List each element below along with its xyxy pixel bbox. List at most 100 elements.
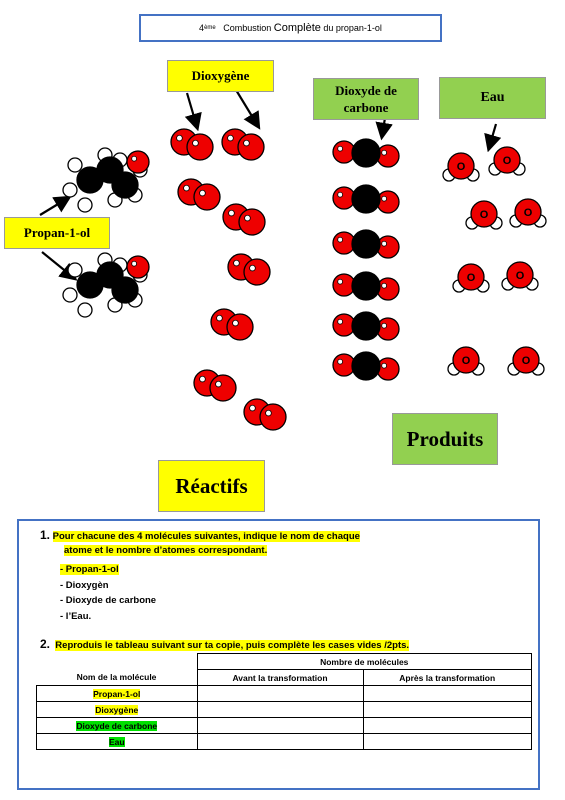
oxygen-highlight (337, 236, 343, 243)
carbon-atom (111, 276, 139, 304)
cell-after[interactable] (362, 717, 532, 734)
carbon-dioxide-molecule (332, 229, 400, 259)
carbon-atom (351, 229, 381, 259)
list-item-dioxyde: - Dioxyde de carbone (60, 595, 157, 606)
carbon-dioxide-molecule (332, 138, 400, 168)
cell-after[interactable] (362, 685, 532, 702)
oxygen-highlight (227, 134, 234, 142)
oxygen-highlight (244, 214, 251, 222)
hydrogen-atom (77, 302, 93, 318)
hydrogen-atom (62, 287, 78, 303)
hydrogen-atom (67, 157, 83, 173)
cell-before[interactable] (196, 685, 364, 702)
label-reactifs: Réactifs (158, 460, 265, 512)
oxygen-highlight (265, 409, 272, 417)
carbon-dioxide-molecule (332, 351, 400, 381)
water-molecule: O (442, 152, 480, 182)
list-item: - Dioxygèn (60, 578, 156, 594)
oxygen-letter: O (480, 209, 489, 221)
question-1-line2-wrap: atome et le nombre d’atomes correspondan… (64, 545, 268, 556)
table-row: Eau (36, 733, 532, 750)
oxygen-highlight (249, 264, 256, 272)
cell-before[interactable] (196, 717, 364, 734)
list-item-dioxygen: - Dioxygèn (60, 579, 109, 591)
arrow (184, 92, 202, 132)
oxygen-letter: O (467, 272, 476, 284)
dioxygen-molecule (222, 203, 266, 236)
list-item: - l’Eau. (60, 609, 156, 625)
oxygen-highlight (228, 209, 235, 217)
cell-after[interactable] (362, 701, 532, 718)
label-produits: Produits (392, 413, 498, 465)
table-col-before: Avant la transformation (196, 669, 364, 686)
oxygen-highlight (215, 380, 222, 388)
oxygen-highlight (337, 358, 343, 365)
oxygen-highlight (337, 318, 343, 325)
oxygen-highlight (216, 314, 223, 322)
oxygen-atom (457, 263, 485, 291)
hydrogen-atom (67, 262, 83, 278)
oxygen-highlight (199, 375, 206, 383)
carbon-atom (111, 171, 139, 199)
label-dioxygene: Dioxygène (167, 60, 274, 92)
cell-after[interactable] (362, 733, 532, 750)
cell-before[interactable] (196, 733, 364, 750)
carbon-atom (351, 271, 381, 301)
oxygen-highlight (337, 278, 343, 285)
question-2: 2. Reproduis le tableau suivant sur ta c… (40, 637, 410, 651)
oxygen-atom (237, 133, 265, 161)
oxygen-highlight (381, 240, 387, 247)
oxygen-atom (193, 183, 221, 211)
dioxygen-molecule (177, 178, 221, 211)
oxygen-letter: O (457, 161, 466, 173)
water-molecule: O (452, 263, 490, 293)
propanol-molecules (62, 147, 150, 318)
oxygen-atom (493, 146, 521, 174)
title-word-complete: Complète (273, 22, 321, 34)
carbon-atom (351, 311, 381, 341)
oxygen-highlight (381, 322, 387, 329)
oxygen-highlight (381, 195, 387, 202)
table-group-header: Nombre de molécules (196, 653, 532, 670)
label-dioxyde-line1: Dioxyde de (335, 83, 397, 98)
oxygen-highlight (381, 362, 387, 369)
table-row: Dioxyde de carbone (36, 717, 532, 734)
table-col-after: Après la transformation (362, 669, 532, 686)
level-number: 4 (199, 23, 205, 33)
molecule-table: Nombre de molécules Nom de la molécule A… (36, 653, 532, 750)
oxygen-atom (126, 255, 150, 279)
table-row: Propan-1-ol (36, 685, 532, 702)
title-rest: du propan-1-ol (323, 23, 382, 33)
carbon-dioxide-molecules (332, 138, 400, 381)
carbon-atom (351, 138, 381, 168)
dioxygen-molecule (221, 128, 265, 161)
water-molecule: O (507, 346, 545, 376)
oxygen-atom (452, 346, 480, 374)
oxygen-highlight (183, 184, 190, 192)
dioxygen-molecule (210, 308, 254, 341)
dioxygen-molecule (193, 369, 237, 402)
oxygen-atom (447, 152, 475, 180)
row-name-dioxyde: Dioxyde de carbone (76, 720, 158, 731)
question-1-number: 1. (40, 528, 51, 542)
table-row: Dioxygène (36, 701, 532, 718)
question-1-line2: atome et le nombre d’atomes correspondan… (64, 545, 268, 556)
cell-before[interactable] (196, 701, 364, 718)
question-2-text: Reproduis le tableau suivant sur ta copi… (55, 640, 410, 651)
carbon-dioxide-molecule (332, 184, 400, 214)
oxygen-highlight (243, 139, 250, 147)
hydrogen-atom (62, 182, 78, 198)
water-molecule: O (447, 346, 485, 376)
list-item: - Dioxyde de carbone (60, 593, 156, 609)
oxygen-letter: O (462, 355, 471, 367)
carbon-atom (351, 351, 381, 381)
water-molecule: O (509, 198, 547, 228)
hydrogen-atom (77, 197, 93, 213)
level-superscript: ème (204, 25, 216, 31)
dioxygen-molecule (243, 398, 287, 431)
oxygen-highlight (176, 134, 183, 142)
water-molecule: O (501, 261, 539, 291)
oxygen-atom (506, 261, 534, 289)
